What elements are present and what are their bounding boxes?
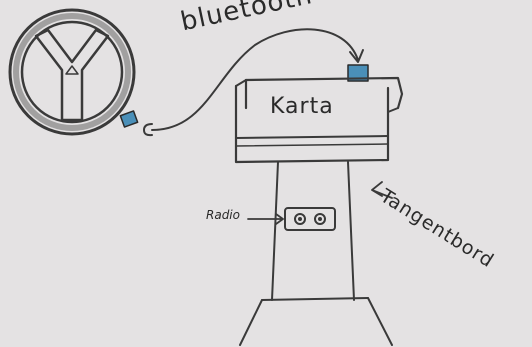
tangentbord-arrow xyxy=(371,181,393,199)
radio-knob-icon xyxy=(284,207,336,231)
bluetooth-module-icon xyxy=(119,110,153,137)
radio-label: Radio xyxy=(206,208,240,222)
steering-wheel-icon xyxy=(8,8,136,136)
radio-arrow xyxy=(247,213,284,225)
bluetooth-connection-line xyxy=(151,28,359,131)
karta-label: Karta xyxy=(270,94,334,119)
karta-display xyxy=(234,76,404,164)
console-column xyxy=(239,161,393,346)
bluetooth-receiver-icon xyxy=(347,64,369,82)
